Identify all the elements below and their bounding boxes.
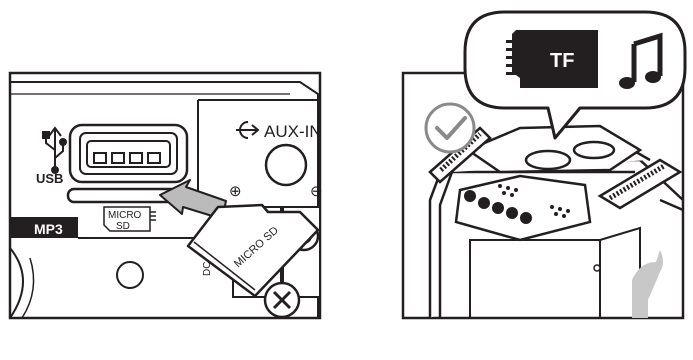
aux-icon [236, 121, 260, 139]
microsd-card[interactable]: MICRO SD [186, 203, 320, 298]
speaker-button-dots [498, 184, 570, 218]
aux-label: AUX-IN [264, 122, 322, 141]
right-handle [597, 158, 683, 210]
brand-mark-icon [632, 250, 663, 318]
music-note-icon [619, 32, 663, 89]
left-panel: USB AUX-IN MICRO [8, 71, 323, 320]
plus-symbol: ⊕ [229, 183, 242, 200]
svg-text:MP3: MP3 [34, 221, 63, 237]
usb-port[interactable] [68, 123, 189, 184]
slot-label-line2: SD [116, 221, 130, 232]
panel-arc [9, 247, 24, 319]
check-circle-icon [424, 102, 476, 154]
microsd-slot-icon: MICRO SD [103, 206, 156, 232]
speaker-screw [593, 264, 601, 272]
round-button[interactable] [116, 261, 144, 289]
right-panel: TF [401, 10, 687, 320]
panel-arc-inner [21, 257, 35, 319]
tf-label: TF [550, 50, 574, 72]
aux-jack[interactable] [264, 143, 308, 187]
usb-label: USB [36, 171, 63, 186]
slot-label-line1: MICRO [108, 210, 142, 221]
screw-icon [263, 281, 301, 319]
usb-icon [42, 126, 67, 174]
tf-card-icon: TF [506, 30, 598, 88]
speaker-knobs [464, 190, 532, 224]
minus-symbol: ⊖ [310, 183, 323, 200]
mp3-badge: MP3 [10, 217, 78, 238]
dc-label: DC [202, 262, 213, 276]
